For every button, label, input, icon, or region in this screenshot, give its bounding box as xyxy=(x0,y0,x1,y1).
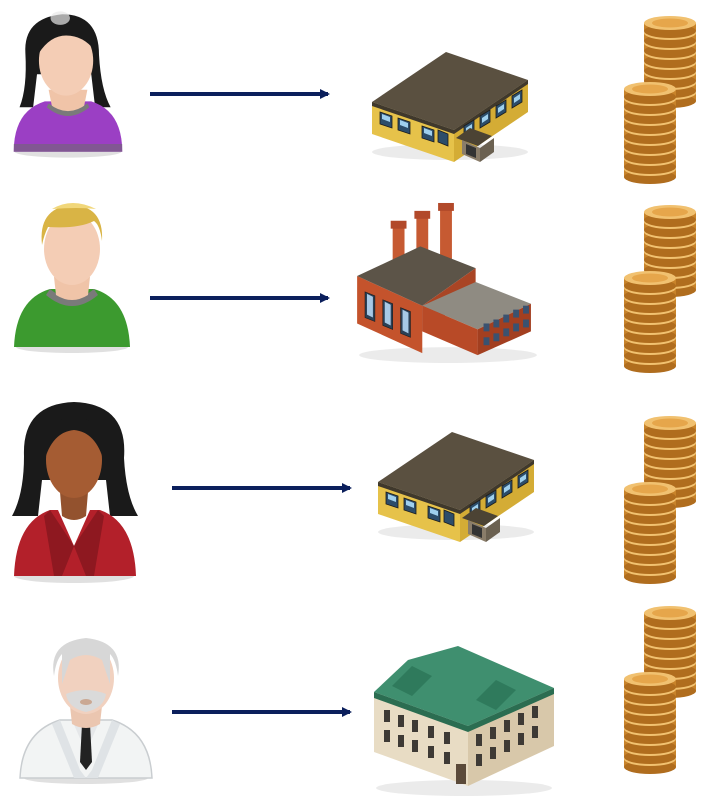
arrow-right-icon xyxy=(148,84,338,104)
elderly-man-lab-coat-icon xyxy=(14,620,158,786)
arrow-right-icon xyxy=(148,288,338,308)
arrow-right-icon xyxy=(170,478,360,498)
coin-stacks-icon xyxy=(620,606,700,776)
row-2 xyxy=(0,195,701,390)
row-1 xyxy=(0,0,701,195)
woman-red-jacket-icon xyxy=(10,396,142,583)
man-green-shirt-icon xyxy=(8,195,136,355)
factory-icon xyxy=(356,201,538,364)
coin-stacks-icon xyxy=(620,16,700,186)
arrow-right-icon xyxy=(170,702,360,722)
school-building-icon xyxy=(376,420,536,544)
coin-stacks-icon xyxy=(620,205,700,375)
woman-purple-shirt-icon xyxy=(6,4,130,162)
row-4 xyxy=(0,600,701,796)
row-3 xyxy=(0,390,701,590)
coin-stacks-icon xyxy=(620,416,700,586)
school-building-icon xyxy=(370,40,530,164)
mansion-icon xyxy=(372,642,556,796)
